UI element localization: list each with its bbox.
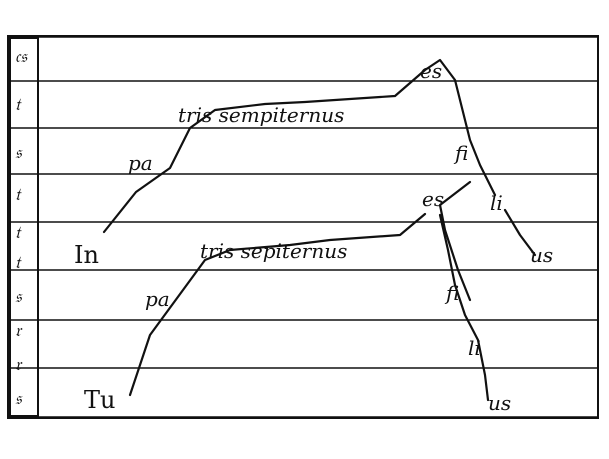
clef-column [9,37,39,417]
lower-phrase: Tu pa tris sepiternus es fi li us [84,187,511,415]
clef-symbol: 𝔱 [15,95,22,115]
syllable-fi-lower: fi [444,281,459,305]
clef-symbol: 𝔯 [15,321,23,341]
clef-symbol: 𝔠𝔰 [15,47,28,67]
syllable-es-lower: es [422,187,444,211]
syllable-us-upper: us [530,243,553,267]
clef-symbol: 𝔯 [15,355,23,375]
upper-descending-line [438,180,472,302]
staff-frame [7,35,599,419]
syllable-tris-upper: tris sempiternus [178,103,344,127]
lower-descending-line [438,213,490,402]
clef-symbol: 𝔰 [15,389,23,409]
syllable-fi-upper: fi [453,141,468,165]
syllable-li-upper: li [490,191,503,215]
syllable-es-upper: es [420,59,442,83]
syllable-pa-lower: pa [145,287,170,311]
clef-symbol: 𝔱 [15,223,22,243]
syllable-in: In [74,241,99,269]
syllable-us-lower: us [488,391,511,415]
syllable-tris-lower: tris sepiternus [200,239,347,263]
clef-symbol: 𝔱 [15,253,22,273]
upper-phrase: In pa tris sempiternus es fi li us [74,58,553,302]
syllable-tu: Tu [84,386,115,414]
upper-right-line [503,208,537,257]
syllable-li-lower: li [468,336,481,360]
clef-symbols: 𝔠𝔰 𝔱 𝔰 𝔱 𝔱 𝔱 𝔰 𝔯 𝔯 𝔰 [15,47,28,409]
clef-symbol: 𝔰 [15,143,23,163]
clef-symbol: 𝔱 [15,185,22,205]
syllable-pa-upper: pa [128,151,153,175]
clef-symbol: 𝔰 [15,287,23,307]
staff-lines [10,36,598,418]
upper-melody-line [102,58,497,234]
lower-melody-line [128,212,427,397]
